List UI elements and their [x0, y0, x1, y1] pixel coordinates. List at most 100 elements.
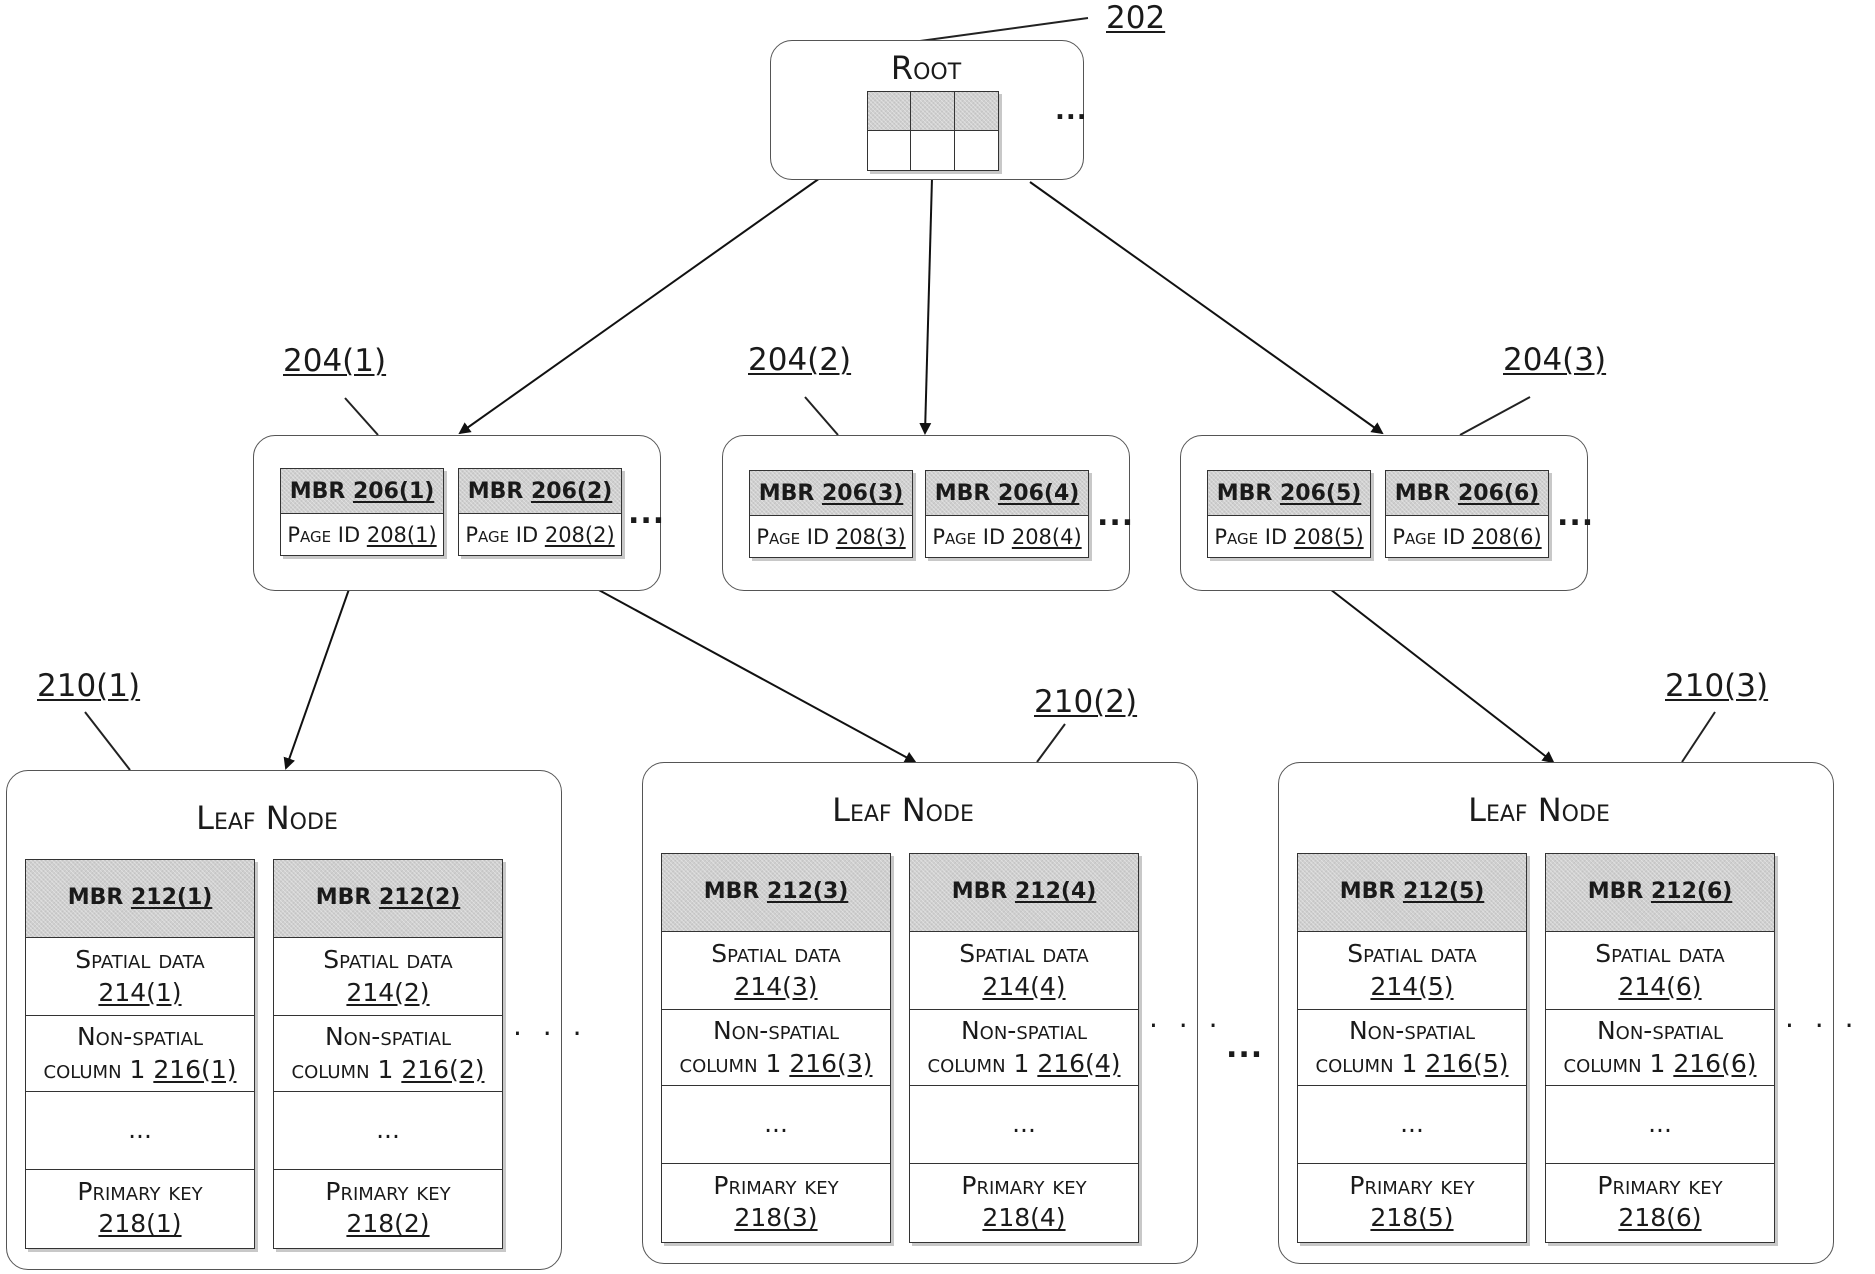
index-entry: MBR 206(6) Page ID 208(6): [1385, 470, 1549, 558]
page-id-cell: Page ID 208(4): [932, 525, 1082, 549]
more-columns-cell: ...: [910, 1086, 1138, 1164]
page-id-cell: Page ID 208(3): [756, 525, 906, 549]
leader-204-2: [804, 396, 839, 436]
mbr-cell: MBR 206(4): [926, 471, 1088, 516]
ref-210-2: 210(2): [1034, 684, 1138, 720]
mbr-cell: MBR 206(5): [1208, 471, 1370, 516]
root-entry-grid: [867, 91, 999, 171]
arrow-root-to-204-3: [1029, 181, 1384, 435]
mbr-cell: MBR 212(2): [274, 860, 502, 938]
root-mbr-cell: [868, 92, 912, 131]
ref-202: 202: [1106, 0, 1166, 36]
index-entry: MBR 206(3) Page ID 208(3): [749, 470, 913, 558]
index-entry: MBR 206(4) Page ID 208(4): [925, 470, 1089, 558]
mbr-cell: MBR 206(1): [281, 469, 443, 514]
more-columns-cell: ...: [662, 1086, 890, 1164]
arrow-root-to-204-1: [458, 177, 821, 435]
ref-204-3: 204(3): [1503, 342, 1607, 378]
mbr-cell: MBR 212(1): [26, 860, 254, 938]
index-node: MBR 206(3) Page ID 208(3) MBR 206(4) Pag…: [722, 435, 1133, 591]
leader-210-3: [1681, 711, 1716, 763]
index-node: MBR 206(5) Page ID 208(5) MBR 206(6) Pag…: [1180, 435, 1593, 591]
index-ellipsis: ...: [1097, 498, 1135, 533]
mbr-cell: MBR 206(3): [750, 471, 912, 516]
index-entry: MBR 206(5) Page ID 208(5): [1207, 470, 1371, 558]
page-id-cell: Page ID 208(6): [1392, 525, 1542, 549]
between-leaves-ellipsis: ...: [1226, 1030, 1264, 1065]
index-node: MBR 206(1) Page ID 208(1) MBR 206(2) Pag…: [253, 435, 664, 591]
root-mbr-cell: [911, 92, 955, 131]
mbr-cell: MBR 212(4): [910, 854, 1138, 932]
leader-210-2: [1036, 723, 1066, 763]
page-id-cell: Page ID 208(5): [1214, 525, 1364, 549]
leaf-title: Leaf Node: [832, 791, 974, 829]
ref-204-2: 204(2): [748, 342, 852, 378]
arrow-206-2-to-leaf-2: [539, 557, 917, 763]
leader-210-1: [84, 711, 131, 771]
ref-210-3: 210(3): [1665, 668, 1769, 704]
mbr-cell: MBR 212(3): [662, 854, 890, 932]
more-columns-cell: ...: [1298, 1086, 1526, 1164]
more-columns-cell: ...: [274, 1092, 502, 1170]
leaf-title: Leaf Node: [196, 799, 338, 837]
root-page-cell: [911, 131, 955, 170]
leaf-ellipsis: . . .: [1785, 1001, 1860, 1034]
more-columns-cell: ...: [26, 1092, 254, 1170]
index-entry: MBR 206(1) Page ID 208(1): [280, 468, 444, 556]
root-mbr-cell: [954, 92, 998, 131]
ref-210-1: 210(1): [37, 668, 141, 704]
root-node: Root ...: [770, 40, 1087, 180]
mbr-cell: MBR 212(6): [1546, 854, 1774, 932]
leader-202: [919, 17, 1089, 42]
leaf-ellipsis: . . .: [1149, 1001, 1224, 1034]
mbr-cell: MBR 206(6): [1386, 471, 1548, 516]
leader-204-1: [344, 397, 379, 436]
ref-204-1: 204(1): [283, 343, 387, 379]
root-title: Root: [890, 49, 962, 87]
more-columns-cell: ...: [1546, 1086, 1774, 1164]
leader-204-3: [1459, 396, 1531, 436]
mbr-cell: MBR 206(2): [459, 469, 621, 514]
leaf-ellipsis: . . .: [513, 1009, 588, 1042]
mbr-cell: MBR 212(5): [1298, 854, 1526, 932]
arrow-206-5-to-leaf-3: [1289, 557, 1555, 764]
page-id-cell: Page ID 208(2): [465, 523, 615, 547]
root-ellipsis: ...: [1055, 96, 1088, 126]
index-ellipsis: ...: [1557, 498, 1595, 533]
index-ellipsis: ...: [628, 496, 666, 531]
index-entry: MBR 206(2) Page ID 208(2): [458, 468, 622, 556]
leaf-title: Leaf Node: [1468, 791, 1610, 829]
page-id-cell: Page ID 208(1): [287, 523, 437, 547]
arrow-206-1-to-leaf-1: [283, 557, 361, 770]
arrow-root-to-204-2: [919, 177, 933, 435]
root-page-cell: [954, 131, 998, 170]
